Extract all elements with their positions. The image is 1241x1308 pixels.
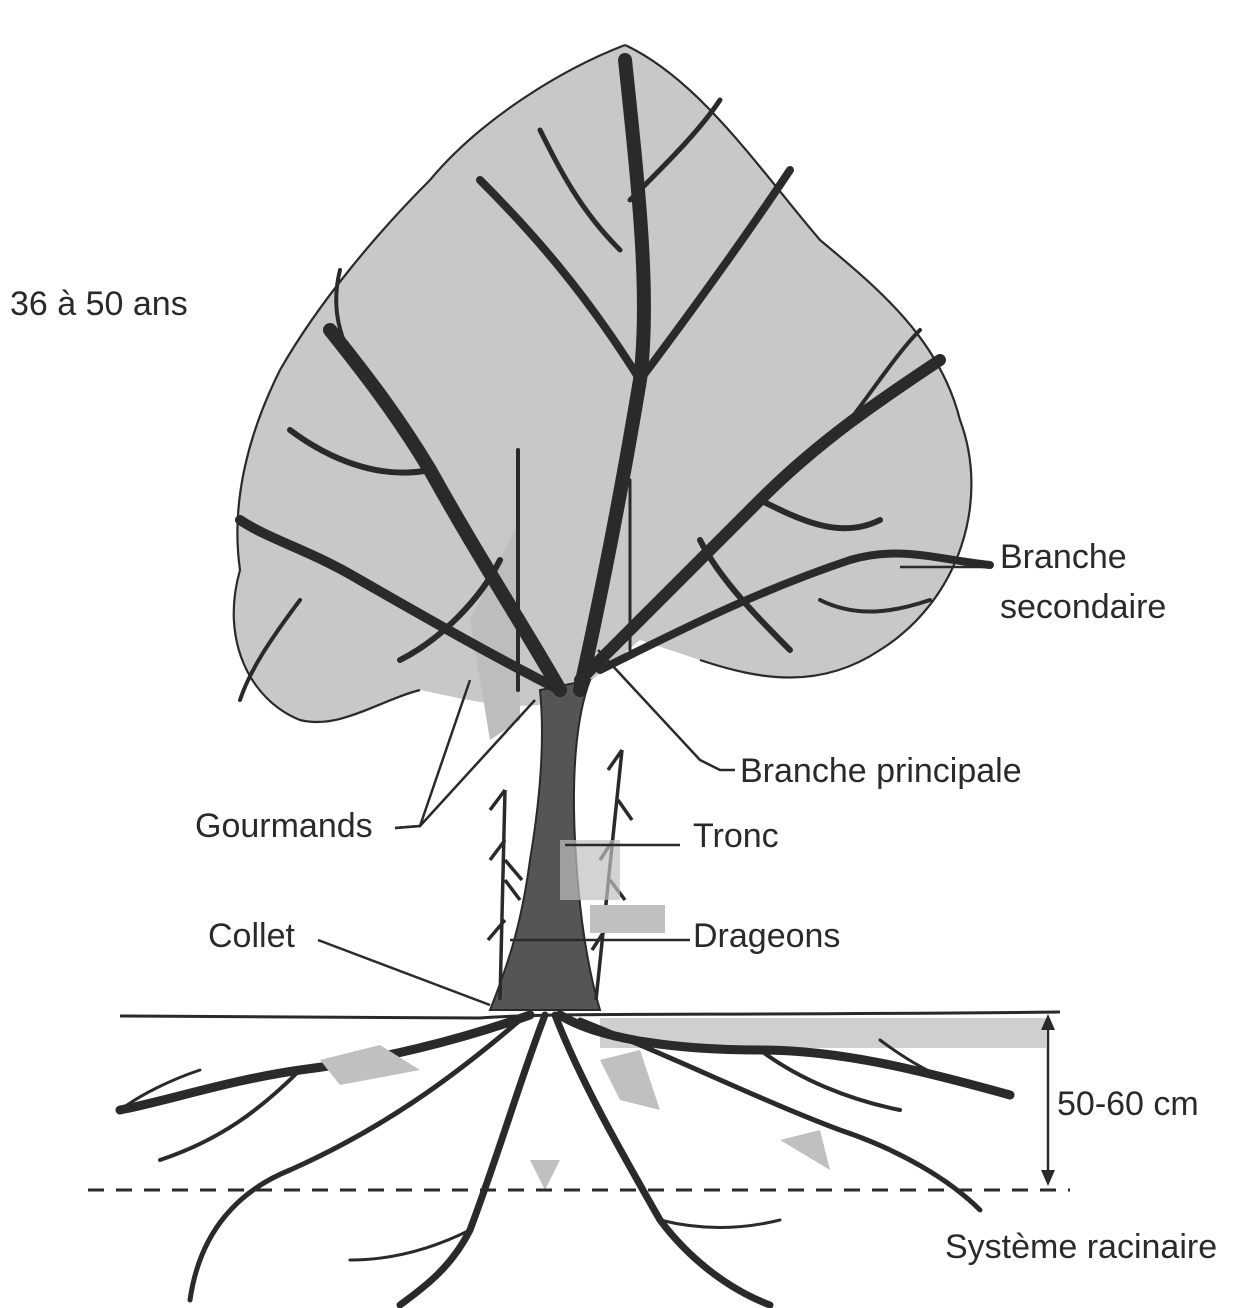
tronc-shading	[560, 840, 620, 900]
label-collet: Collet	[208, 917, 295, 956]
label-systeme-racinaire: Système racinaire	[945, 1228, 1217, 1267]
label-branche-principale: Branche principale	[740, 752, 1022, 791]
label-branche-secondaire-line2: secondaire	[1000, 588, 1166, 627]
drageons-shading	[590, 905, 665, 933]
depth-arrow-bottom	[1041, 1170, 1055, 1186]
root-system	[120, 1015, 1010, 1305]
ground-line	[120, 1012, 1060, 1018]
label-tronc: Tronc	[693, 817, 779, 856]
label-gourmands: Gourmands	[195, 807, 373, 846]
canopy-shading	[234, 45, 972, 722]
label-depth: 50-60 cm	[1057, 1085, 1199, 1124]
label-branche-secondaire-line1: Branche	[1000, 538, 1127, 577]
age-label: 36 à 50 ans	[10, 285, 188, 324]
label-drageons: Drageons	[693, 917, 840, 956]
